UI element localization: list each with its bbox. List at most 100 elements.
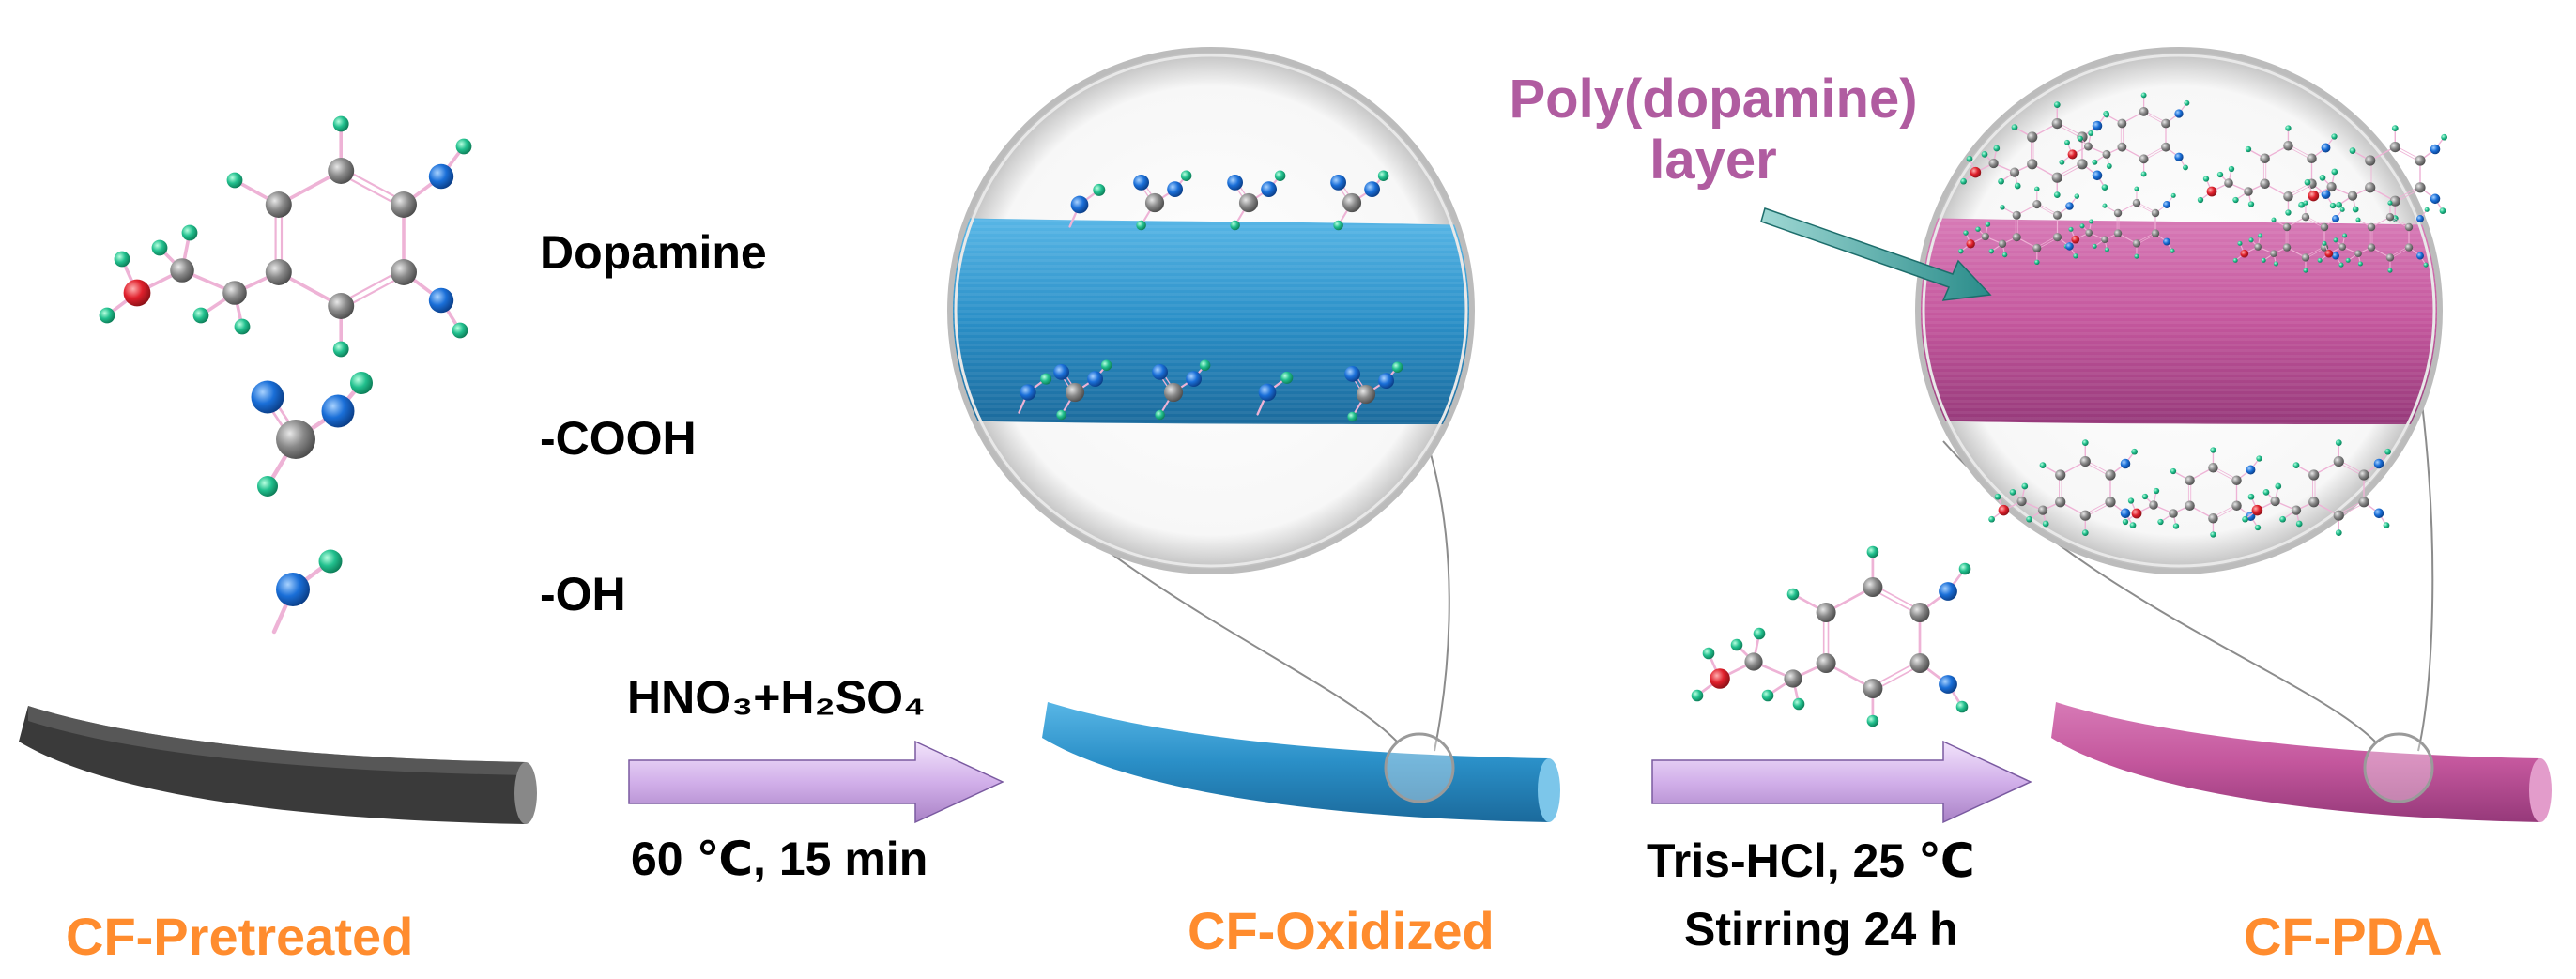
zoom-lens-oxidized bbox=[947, 47, 1475, 574]
carbon-atom bbox=[2113, 229, 2123, 237]
hydrogen-atom bbox=[2439, 207, 2446, 214]
carbon-atom bbox=[2161, 142, 2170, 152]
zoom-source-circle-oxidized bbox=[1384, 732, 1455, 803]
hydrogen-atom bbox=[2423, 262, 2429, 268]
dopamine-reagent-molecule-icon bbox=[1691, 545, 1971, 727]
oxygen-atom-red bbox=[1710, 668, 1730, 689]
oxygen-atom bbox=[2332, 252, 2339, 260]
oxygen-atom bbox=[1344, 366, 1360, 382]
carbon-atom bbox=[2338, 243, 2347, 251]
hydrogen-atom bbox=[1994, 493, 2001, 500]
hydrogen-atom bbox=[2089, 219, 2094, 224]
carbon-atom bbox=[1909, 603, 1930, 622]
carbon-atom bbox=[2307, 153, 2317, 163]
carbon-atom bbox=[2404, 243, 2414, 252]
carbon-atom bbox=[2333, 456, 2344, 467]
hydrogen-atom bbox=[2355, 217, 2361, 222]
hydrogen-atom bbox=[2081, 439, 2089, 446]
carbon-atom bbox=[391, 191, 417, 218]
hydrogen-atom bbox=[1377, 170, 1389, 181]
oxygen-atom bbox=[1020, 384, 1036, 401]
carbon-atom bbox=[2012, 210, 2021, 220]
hydrogen-atom bbox=[2068, 226, 2074, 232]
carbon-atom bbox=[2051, 118, 2062, 130]
hydrogen-atom bbox=[2317, 257, 2323, 263]
hydrogen-atom bbox=[1180, 170, 1192, 181]
hydrogen-atom bbox=[2153, 487, 2160, 495]
hydrogen-atom bbox=[2262, 489, 2270, 496]
process-arrow-oxidation bbox=[628, 740, 1004, 824]
oxygen-atom-red bbox=[2131, 508, 2142, 519]
hydrogen-atom bbox=[2424, 207, 2430, 212]
carbon-atom bbox=[170, 258, 194, 283]
carbon-atom bbox=[2132, 239, 2141, 248]
carbon-atom bbox=[1065, 382, 1085, 403]
oxygen-atom bbox=[2065, 202, 2074, 210]
hydrogen-atom bbox=[1958, 562, 1971, 575]
hydrogen-atom bbox=[1753, 627, 1766, 640]
oxygen-atom bbox=[1378, 373, 1394, 389]
hydrogen-atom bbox=[2059, 159, 2065, 165]
hydrogen-atom bbox=[192, 307, 209, 324]
oxygen-atom-red bbox=[2071, 235, 2080, 244]
hydrogen-atom bbox=[2092, 159, 2098, 165]
hydrogen-atom bbox=[1975, 226, 1981, 232]
oxygen-atom bbox=[1939, 675, 1957, 694]
carbon-atom bbox=[2333, 510, 2344, 521]
carbon-atom bbox=[2151, 229, 2160, 237]
hydrogen-atom bbox=[2331, 133, 2338, 140]
carbon-atom bbox=[2231, 475, 2242, 485]
oxygen-atom bbox=[2416, 215, 2424, 222]
carbon-atom bbox=[2404, 222, 2414, 232]
carbon-atom bbox=[2354, 250, 2362, 258]
hydrogen-atom bbox=[2157, 518, 2164, 526]
oxygen-atom-red bbox=[2308, 190, 2320, 202]
hydrogen-atom bbox=[1866, 714, 1879, 727]
carbon-atom bbox=[328, 293, 355, 319]
hydrogen-atom bbox=[2053, 191, 2061, 198]
pretreated-fiber bbox=[19, 706, 537, 824]
oxygen-atom bbox=[1133, 175, 1149, 191]
hydrogen-atom bbox=[2285, 125, 2292, 131]
carbon-atom bbox=[2055, 497, 2066, 508]
carbon-atom bbox=[2283, 191, 2293, 202]
hydrogen-atom bbox=[2078, 135, 2083, 142]
hydrogen-atom bbox=[1988, 248, 1995, 254]
hydrogen-atom bbox=[2292, 462, 2300, 468]
dopamine-molecule-icon bbox=[99, 115, 472, 358]
hydrogen-atom bbox=[1792, 697, 1805, 711]
hydrogen-atom bbox=[1230, 220, 1240, 231]
hydrogen-atom bbox=[2034, 186, 2040, 192]
hydrogen-atom bbox=[1056, 409, 1066, 421]
oxygen-atom bbox=[321, 394, 355, 428]
hydrogen-atom bbox=[151, 239, 168, 256]
hydrogen-atom bbox=[2273, 261, 2278, 267]
carbon-atom bbox=[2105, 497, 2116, 508]
hydrogen-atom bbox=[1966, 155, 1973, 162]
carbon-atom bbox=[2032, 200, 2042, 209]
carbon-atom bbox=[2052, 233, 2062, 242]
hydrogen-atom bbox=[452, 322, 468, 339]
hydrogen-atom bbox=[1136, 220, 1146, 231]
carbon-atom bbox=[1863, 577, 1883, 597]
hydrogen-atom bbox=[2101, 184, 2108, 191]
oxygen-atom bbox=[428, 163, 454, 190]
step2-line2: Stirring 24 h bbox=[1684, 903, 1958, 956]
hydrogen-atom bbox=[2170, 192, 2176, 198]
hydrogen-atom bbox=[2141, 493, 2149, 500]
carbon-atom bbox=[1981, 232, 1989, 241]
hydrogen-atom bbox=[2261, 257, 2266, 263]
carbon-atom bbox=[2051, 172, 2062, 183]
hydrogen-atom bbox=[1280, 371, 1294, 384]
oxygen-atom bbox=[2163, 237, 2170, 246]
process-arrow-coating bbox=[1651, 740, 2032, 824]
hydrogen-atom bbox=[2303, 200, 2308, 206]
oxygen-atom-red bbox=[2206, 186, 2217, 197]
carbon-atom bbox=[2260, 178, 2270, 189]
hydrogen-atom bbox=[1993, 145, 2001, 152]
hydrogen-atom bbox=[2000, 205, 2005, 210]
carbon-atom bbox=[2083, 142, 2093, 151]
hydrogen-atom bbox=[2134, 186, 2139, 191]
oxygen-atom bbox=[1070, 195, 1089, 214]
